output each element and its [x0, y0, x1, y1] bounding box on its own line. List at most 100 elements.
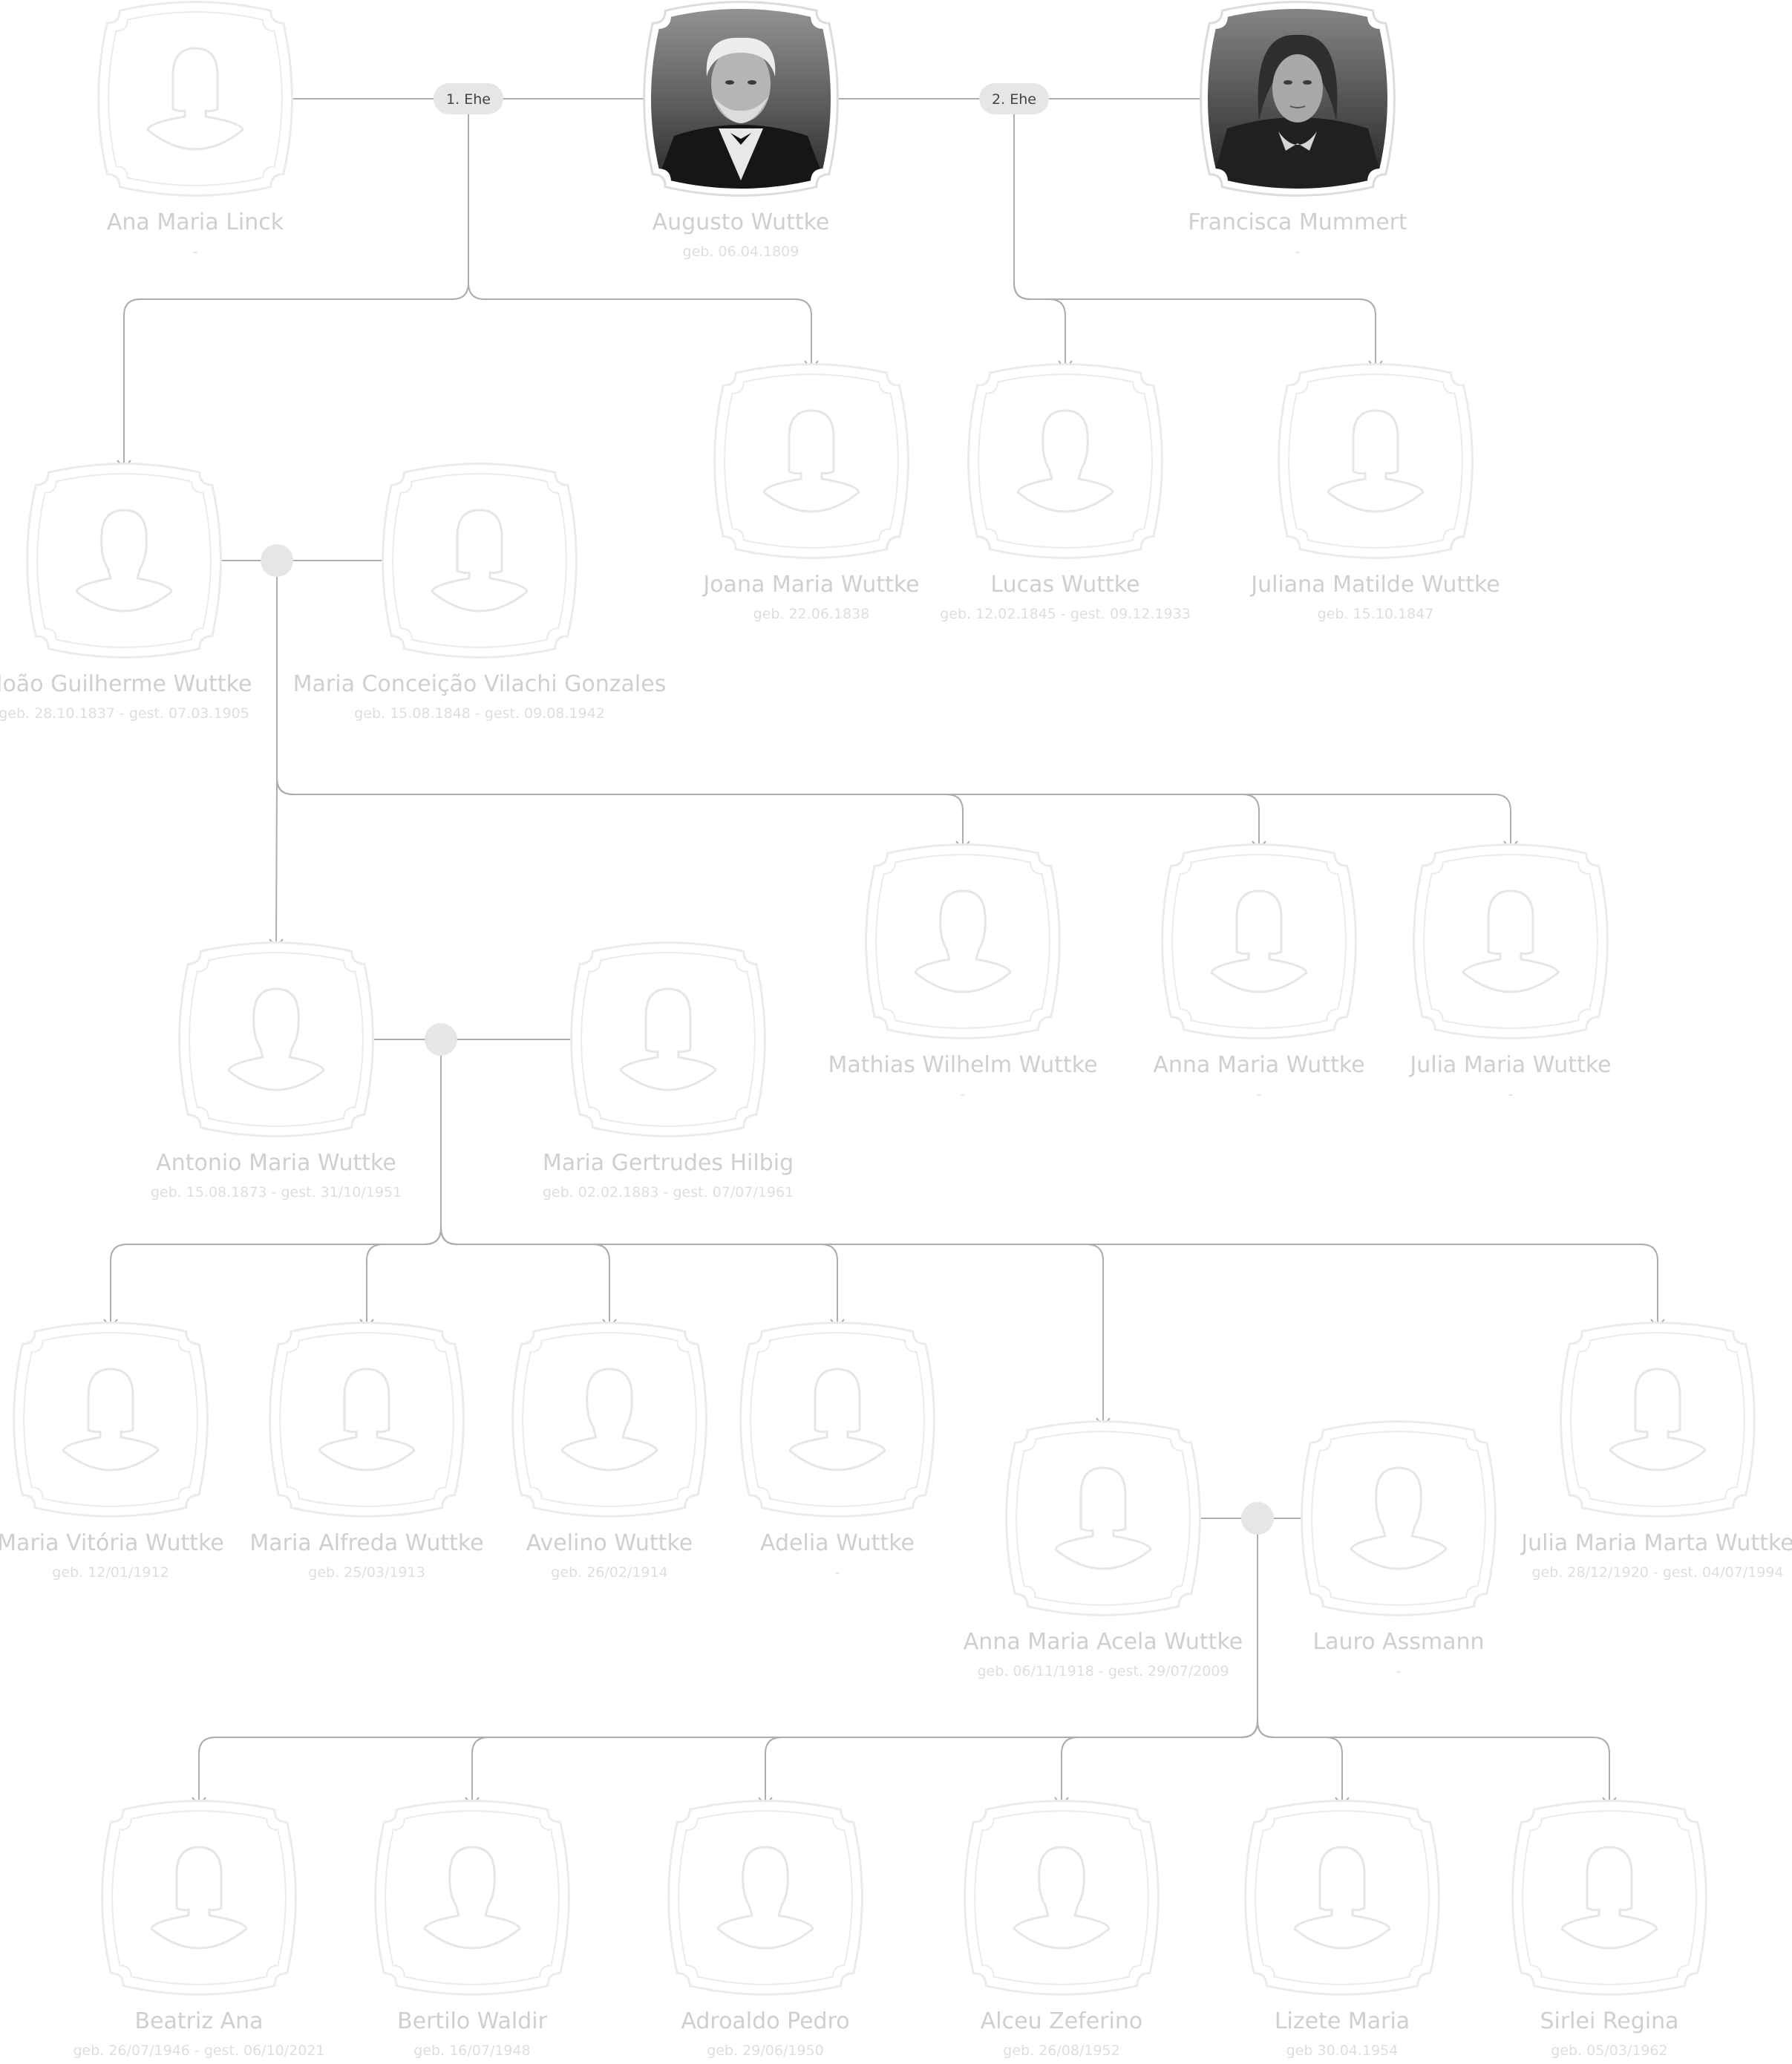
person-name: Beatriz Ana [134, 2008, 263, 2034]
male-avatar-icon [716, 1846, 814, 1950]
child-link-beatriz-ana [198, 1720, 1258, 1806]
female-avatar-icon [619, 987, 717, 1091]
portrait-photo [1206, 7, 1389, 190]
person-name: Maria Alfreda Wuttke [249, 1530, 483, 1556]
female-avatar-icon [150, 1846, 248, 1950]
person-dates: geb 30.04.1954 [1286, 2042, 1399, 2059]
person-dates: geb. 02.02.1883 - gest. 07/07/1961 [543, 1184, 794, 1201]
female-avatar-icon [1462, 889, 1560, 993]
male-avatar-icon [227, 987, 325, 1091]
marriage-badge[interactable]: 2. Ehe [979, 83, 1049, 114]
child-link-lucas-wuttke [1013, 282, 1066, 369]
person-name: Julia Maria Marta Wuttke [1520, 1530, 1792, 1556]
person-dates: geb. 15.08.1873 - gest. 31/10/1951 [151, 1184, 402, 1201]
female-avatar-icon [146, 47, 244, 151]
person-card-sirlei-regina[interactable] [1511, 1800, 1707, 1996]
male-avatar-icon [1350, 1466, 1448, 1570]
female-avatar-icon [1560, 1846, 1658, 1950]
person-card-juliana-matilde-wuttke[interactable] [1278, 363, 1474, 559]
portrait-frames [13, 0, 1756, 1996]
child-link-avelino-wuttke [440, 1227, 610, 1327]
child-link-bertilo-waldir [471, 1720, 1258, 1806]
person-card-francisca-mummert[interactable] [1194, 0, 1402, 203]
person-name: Juliana Matilde Wuttke [1249, 572, 1500, 598]
marriage-badge[interactable]: 1. Ehe [434, 83, 503, 114]
child-link-joana-maria-wuttke [468, 282, 812, 369]
child-link-adelia-wuttke [440, 1227, 838, 1327]
male-avatar-icon [914, 889, 1012, 993]
person-dates: geb. 15.10.1847 [1318, 606, 1434, 622]
person-dates: geb. 28.10.1837 - gest. 07.03.1905 [0, 705, 249, 722]
person-name: Mathias Wilhelm Wuttke [828, 1052, 1097, 1078]
person-dates: geb. 29/06/1950 [707, 2042, 823, 2059]
person-name: Maria Conceição Vilachi Gonzales [293, 671, 667, 697]
person-card-maria-vitoria-wuttke[interactable] [13, 1322, 209, 1518]
person-dates: geb. 26/02/1914 [551, 1564, 667, 1581]
person-card-lizete-maria[interactable] [1244, 1800, 1440, 1996]
child-link-joao-guilherme-wuttke [123, 282, 469, 468]
person-dates: - [193, 244, 198, 260]
union-dot[interactable] [1241, 1502, 1274, 1535]
person-name: Alceu Zeferino [981, 2008, 1142, 2034]
female-avatar-icon [431, 509, 529, 613]
child-link-julia-maria-marta-wuttke [440, 1227, 1658, 1327]
person-card-beatriz-ana[interactable] [101, 1800, 297, 1996]
child-link-maria-alfreda-wuttke [366, 1227, 442, 1327]
female-avatar-icon [1327, 409, 1425, 513]
person-dates: geb. 25/03/1913 [308, 1564, 425, 1581]
person-name: Lucas Wuttke [990, 572, 1139, 598]
person-card-maria-conceicao-vilachi-gonzales[interactable] [382, 463, 578, 659]
person-card-maria-gertrudes-hilbig[interactable] [570, 941, 766, 1137]
child-link-sirlei-regina [1257, 1720, 1610, 1806]
person-card-joao-guilherme-wuttke[interactable] [26, 463, 222, 659]
person-card-joana-maria-wuttke[interactable] [713, 363, 909, 559]
union-dot[interactable] [425, 1023, 457, 1056]
person-card-anna-maria-acela-wuttke[interactable] [1005, 1420, 1201, 1616]
female-avatar-icon [1609, 1368, 1707, 1472]
union-markers: 1. Ehe 2. Ehe [261, 83, 1274, 1535]
person-card-ana-maria-linck[interactable] [97, 1, 293, 197]
person-card-alceu-zeferino[interactable] [964, 1800, 1160, 1996]
person-card-lucas-wuttke[interactable] [967, 363, 1163, 559]
male-avatar-icon [75, 509, 173, 613]
person-card-bertilo-waldir[interactable] [374, 1800, 570, 1996]
person-card-maria-alfreda-wuttke[interactable] [269, 1322, 465, 1518]
person-card-lauro-assmann[interactable] [1301, 1420, 1497, 1616]
person-name: Maria Vitória Wuttke [0, 1530, 224, 1556]
child-link-antonio-maria-wuttke [275, 777, 278, 948]
child-link-maria-vitoria-wuttke [110, 1227, 442, 1327]
person-name: Ana Maria Linck [107, 209, 284, 235]
male-avatar-icon [560, 1368, 658, 1472]
person-dates: geb. 26/08/1952 [1003, 2042, 1119, 2059]
person-name: Anna Maria Acela Wuttke [964, 1629, 1243, 1655]
marriage-label: 1. Ehe [446, 91, 491, 108]
male-avatar-icon [1016, 409, 1114, 513]
person-dates: geb. 06/11/1918 - gest. 29/07/2009 [977, 1663, 1229, 1679]
person-card-augusto-wuttke[interactable] [637, 0, 845, 203]
person-name: Avelino Wuttke [526, 1530, 693, 1556]
female-avatar-icon [762, 409, 860, 513]
person-card-antonio-maria-wuttke[interactable] [178, 941, 374, 1137]
person-name: Antonio Maria Wuttke [156, 1150, 396, 1176]
person-card-anna-maria-wuttke[interactable] [1161, 843, 1357, 1039]
person-dates: - [1257, 1086, 1262, 1103]
male-avatar-icon [423, 1846, 521, 1950]
marriage-label: 2. Ehe [992, 91, 1036, 108]
person-card-adelia-wuttke[interactable] [739, 1322, 935, 1518]
female-avatar-icon [1054, 1466, 1152, 1570]
connector-lines [103, 98, 1665, 1807]
person-card-julia-maria-marta-wuttke[interactable] [1560, 1322, 1756, 1518]
person-card-avelino-wuttke[interactable] [511, 1322, 707, 1518]
person-dates: geb. 12/01/1912 [52, 1564, 169, 1581]
person-name: Anna Maria Wuttke [1153, 1052, 1364, 1078]
person-name: Bertilo Waldir [397, 2008, 548, 2034]
person-card-adroaldo-pedro[interactable] [667, 1800, 863, 1996]
person-dates: geb. 12.02.1845 - gest. 09.12.1933 [940, 606, 1191, 622]
person-name: Adelia Wuttke [760, 1530, 915, 1556]
female-avatar-icon [1293, 1846, 1391, 1950]
person-card-mathias-wilhelm-wuttke[interactable] [865, 843, 1061, 1039]
person-card-julia-maria-wuttke[interactable] [1413, 843, 1609, 1039]
union-dot[interactable] [261, 544, 293, 577]
portrait-photo [650, 7, 832, 190]
